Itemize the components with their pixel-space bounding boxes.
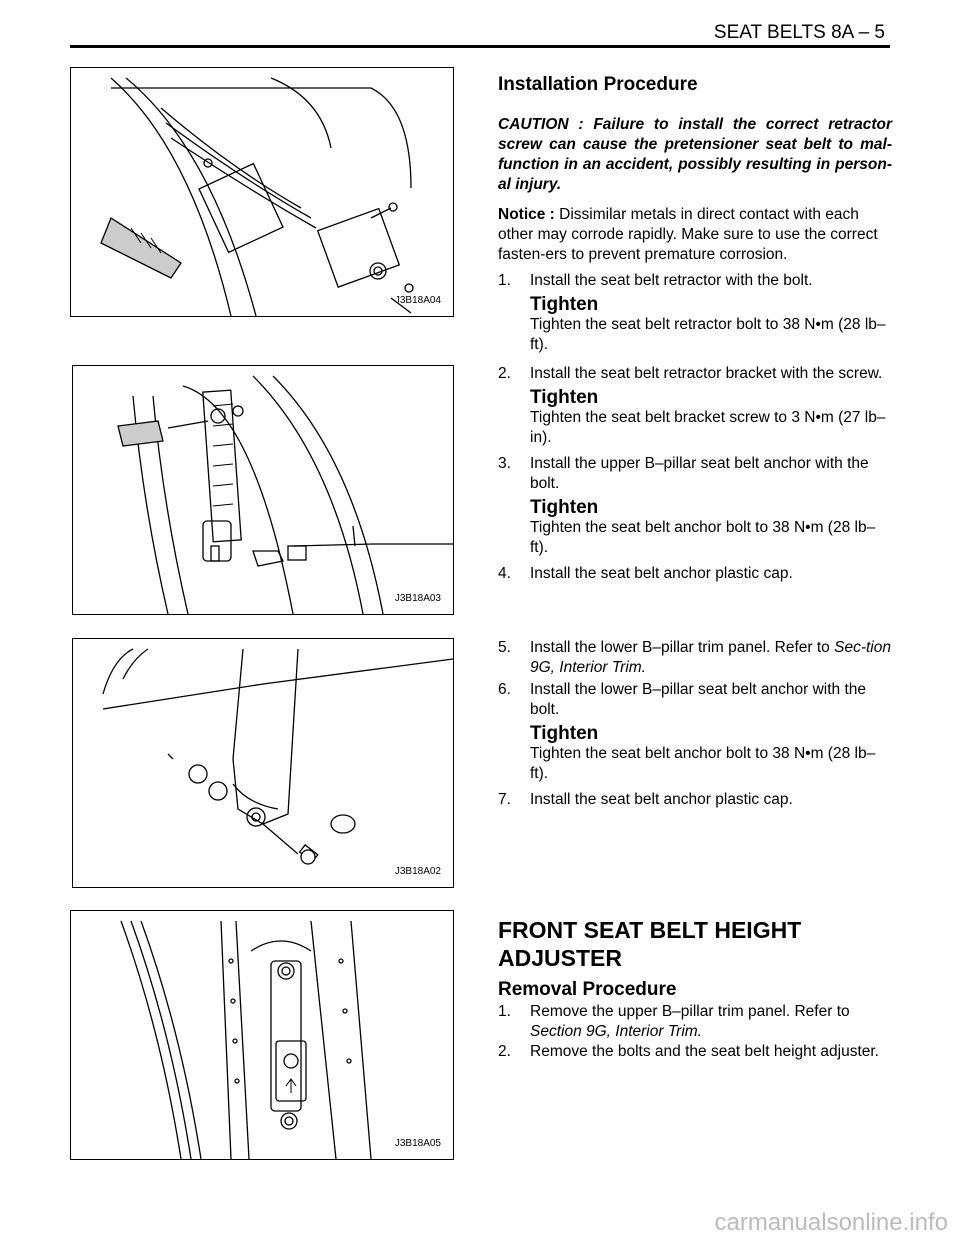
section-height-adjuster: FRONT SEAT BELT HEIGHT ADJUSTER Removal … bbox=[498, 916, 892, 1062]
figure-retractor: J3B18A04 bbox=[70, 67, 454, 317]
step-number: 3. bbox=[498, 455, 511, 472]
step-text: Install the seat belt anchor plastic cap… bbox=[530, 565, 793, 582]
step-text: Install the upper B–pillar seat belt anc… bbox=[530, 455, 869, 492]
step-text: Install the seat belt retractor bracket … bbox=[530, 365, 883, 382]
height-adjuster-illustration bbox=[120, 920, 372, 1159]
figure-lower-anchor: J3B18A02 bbox=[72, 638, 454, 888]
section-title: FRONT SEAT BELT HEIGHT ADJUSTER bbox=[498, 917, 802, 971]
step-6: 6. Install the lower B–pillar seat belt a… bbox=[498, 680, 892, 720]
watermark: carmanualsonline.info bbox=[714, 1209, 948, 1236]
figure-label: J3B18A04 bbox=[394, 295, 441, 306]
step-text: Install the seat belt retractor with the… bbox=[530, 272, 813, 289]
tighten-title: Tighten bbox=[530, 294, 599, 315]
step-7: 7. Install the seat belt anchor plastic c… bbox=[498, 790, 892, 810]
notice-text: Dissimilar metals in direct contact with… bbox=[498, 206, 878, 263]
section-reference: Section 9G, Interior Trim. bbox=[530, 1023, 702, 1040]
tighten-title: Tighten bbox=[530, 723, 599, 744]
step-number: 1. bbox=[498, 1003, 511, 1020]
section-steps-2-4: 2. Install the seat belt retractor bracke… bbox=[498, 364, 892, 584]
lower-anchor-illustration bbox=[102, 648, 453, 865]
notice-label: Notice : bbox=[498, 206, 555, 223]
tighten-text: Tighten the seat belt anchor bolt to 38 … bbox=[530, 519, 876, 556]
figure-label: J3B18A05 bbox=[394, 1138, 441, 1149]
step-4: 4. Install the seat belt anchor plastic c… bbox=[498, 564, 892, 584]
step-3: 3. Install the upper B–pillar seat belt a… bbox=[498, 454, 892, 494]
step-number: 1. bbox=[498, 272, 511, 289]
tighten-text: Tighten the seat belt retractor bolt to … bbox=[530, 316, 886, 353]
upper-anchor-illustration bbox=[117, 375, 453, 614]
figure-label: J3B18A02 bbox=[394, 866, 441, 877]
step-number: 6. bbox=[498, 681, 511, 698]
notice: Notice : Dissimilar metals in direct con… bbox=[498, 205, 892, 265]
step-number: 5. bbox=[498, 639, 511, 656]
step-text: Install the seat belt anchor plastic cap… bbox=[530, 791, 793, 808]
header-rule bbox=[70, 45, 890, 48]
step-5: 5. Install the lower B–pillar trim panel.… bbox=[498, 638, 892, 678]
step-number: 2. bbox=[498, 365, 511, 382]
step-text: Remove the upper B–pillar trim panel. Re… bbox=[530, 1003, 850, 1020]
step-text: Install the lower B–pillar seat belt anc… bbox=[530, 681, 867, 718]
page-header: SEAT BELTS 8A – 5 bbox=[713, 22, 885, 43]
step-number: 4. bbox=[498, 565, 511, 582]
step-2: 2. Remove the bolts and the seat belt hei… bbox=[498, 1042, 892, 1062]
figure-height-adjuster: J3B18A05 bbox=[70, 910, 454, 1160]
section-steps-5-7: 5. Install the lower B–pillar trim panel.… bbox=[498, 638, 892, 810]
step-2: 2. Install the seat belt retractor bracke… bbox=[498, 364, 892, 384]
section-heading: Installation Procedure bbox=[498, 74, 698, 95]
figure-upper-anchor: J3B18A03 bbox=[72, 365, 454, 615]
retractor-illustration bbox=[100, 77, 414, 316]
tighten-title: Tighten bbox=[530, 497, 599, 518]
step-number: 2. bbox=[498, 1043, 511, 1060]
section-subheading: Removal Procedure bbox=[498, 979, 677, 1000]
tighten-text: Tighten the seat belt anchor bolt to 38 … bbox=[530, 745, 876, 782]
tighten-text: Tighten the seat belt bracket screw to 3… bbox=[530, 409, 886, 446]
step-text: Install the lower B–pillar trim panel. R… bbox=[530, 639, 835, 656]
figure-label: J3B18A03 bbox=[394, 593, 441, 604]
step-text: Remove the bolts and the seat belt heigh… bbox=[530, 1043, 879, 1060]
caution-text: CAUTION : Failure to install the correct… bbox=[498, 116, 892, 193]
step-number: 7. bbox=[498, 791, 511, 808]
step-1: 1. Install the seat belt retractor with t… bbox=[498, 271, 892, 291]
section-installation: Installation Procedure CAUTION : Failure… bbox=[498, 75, 892, 355]
section-reference: Sec-tion 9G, Interior Trim. bbox=[530, 639, 891, 676]
step-1: 1. Remove the upper B–pillar trim panel. … bbox=[498, 1002, 892, 1042]
tighten-title: Tighten bbox=[530, 387, 599, 408]
